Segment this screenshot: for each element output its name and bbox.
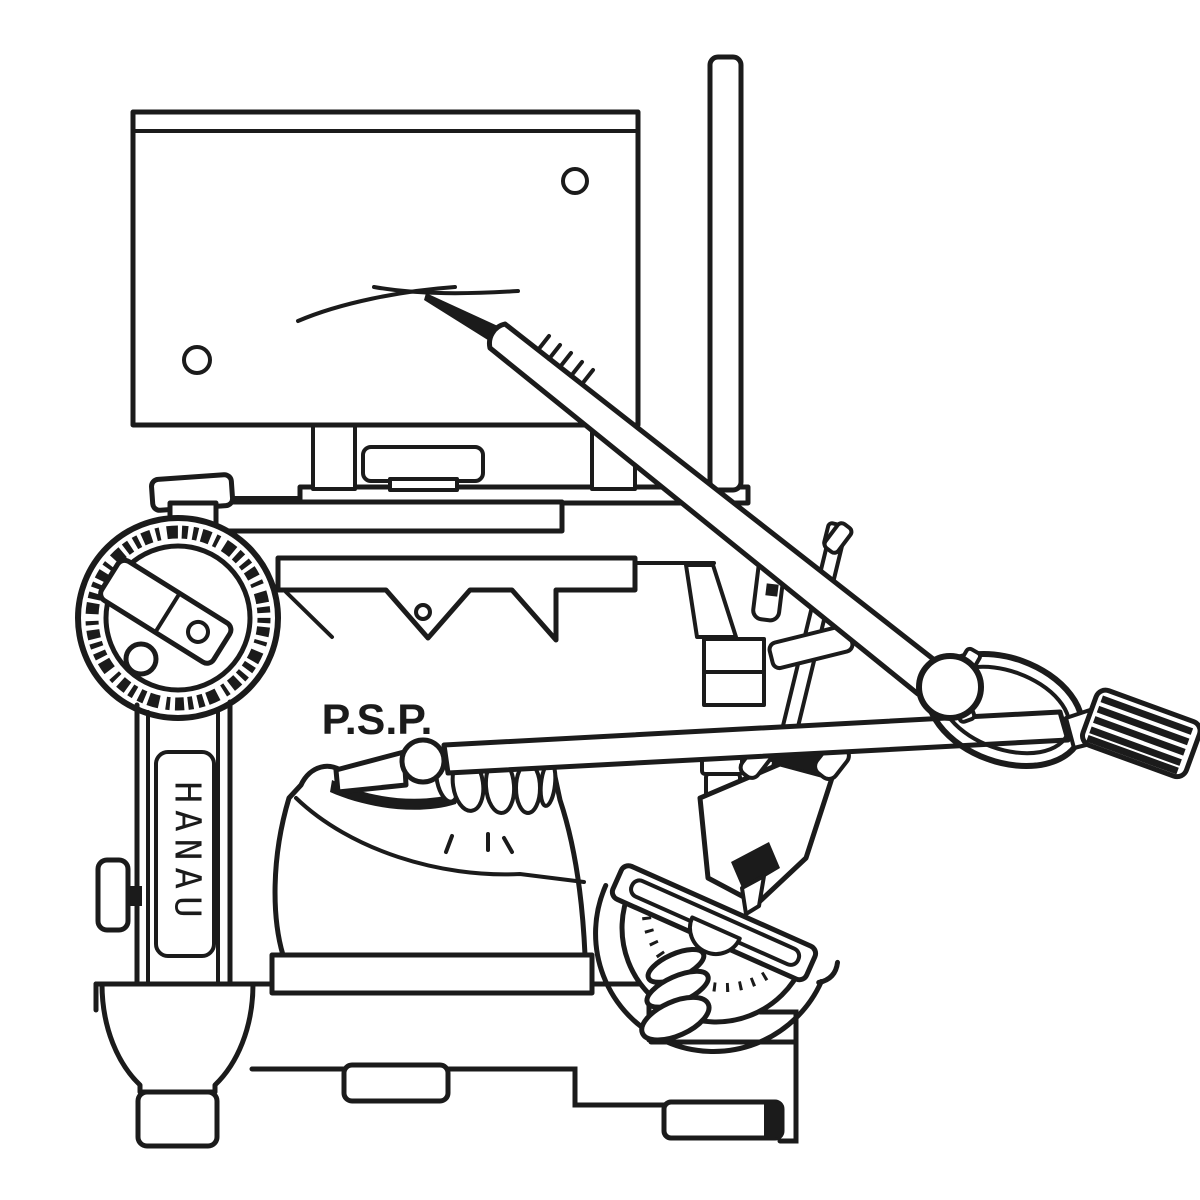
side-knob (95, 857, 131, 933)
handle-stripes (1086, 695, 1194, 775)
left-column: HANAU (95, 699, 256, 1149)
psp-label: P.S.P. (322, 696, 433, 744)
stylus-stop-tab (822, 521, 854, 555)
cast-ridge-line (294, 796, 586, 884)
condylar-guide-fan (593, 863, 841, 1054)
mounting-plate (275, 555, 716, 643)
tracing-arc-left (296, 285, 457, 323)
side-arm-fork (333, 749, 409, 795)
mount-recess (361, 445, 485, 483)
cast-hatch-marks (444, 832, 514, 854)
upper-beam (212, 499, 565, 534)
condyle-housing (697, 737, 851, 916)
dial-pivot (123, 641, 159, 677)
side-arm-bar (441, 709, 1071, 776)
stylus-needle (424, 293, 500, 342)
hanger-trapezoid (684, 563, 738, 639)
joint-ball (916, 653, 984, 721)
plate-hole (414, 603, 432, 621)
knurled-handle (1079, 687, 1200, 780)
stylus-shaft (487, 321, 940, 697)
base-foot-right-cap (764, 1102, 782, 1138)
brand-text: HANAU (167, 781, 208, 924)
side-knob-stem (126, 886, 142, 906)
tracing-arc-right (372, 285, 520, 296)
condyle-stylus-band (731, 842, 780, 890)
cast-plinth (269, 952, 595, 996)
fan-hook (816, 959, 841, 985)
flag-hole-left (182, 345, 212, 375)
base-right-edge (757, 1009, 799, 1144)
flag-post-left (311, 423, 357, 491)
base-front-step (249, 1066, 669, 1108)
dental-cast (269, 751, 595, 996)
vertical-rod (707, 54, 744, 493)
column-bell (99, 981, 256, 1095)
condyle-stylus-tip (740, 874, 766, 916)
base-platform (93, 981, 799, 1144)
dial-gauge (75, 472, 281, 721)
serrated-plate (275, 555, 638, 643)
ball-joint-assembly (916, 646, 1200, 780)
psp-ball (399, 737, 447, 785)
dial-bezel-engraving (85, 525, 271, 711)
stylus-arm (424, 293, 940, 697)
flag-hole-right (561, 167, 589, 195)
side-arm (333, 709, 1071, 795)
fan-knurled-knob (639, 946, 712, 1043)
fan-inner-disc (688, 915, 742, 956)
mount-tab (388, 477, 459, 492)
dial-lever (98, 557, 234, 666)
base-foot-center (341, 1062, 451, 1104)
brand-plate (154, 750, 216, 958)
stylus-knurl (536, 334, 595, 386)
occlusal-gap (330, 780, 460, 810)
column-foot (135, 1089, 220, 1149)
